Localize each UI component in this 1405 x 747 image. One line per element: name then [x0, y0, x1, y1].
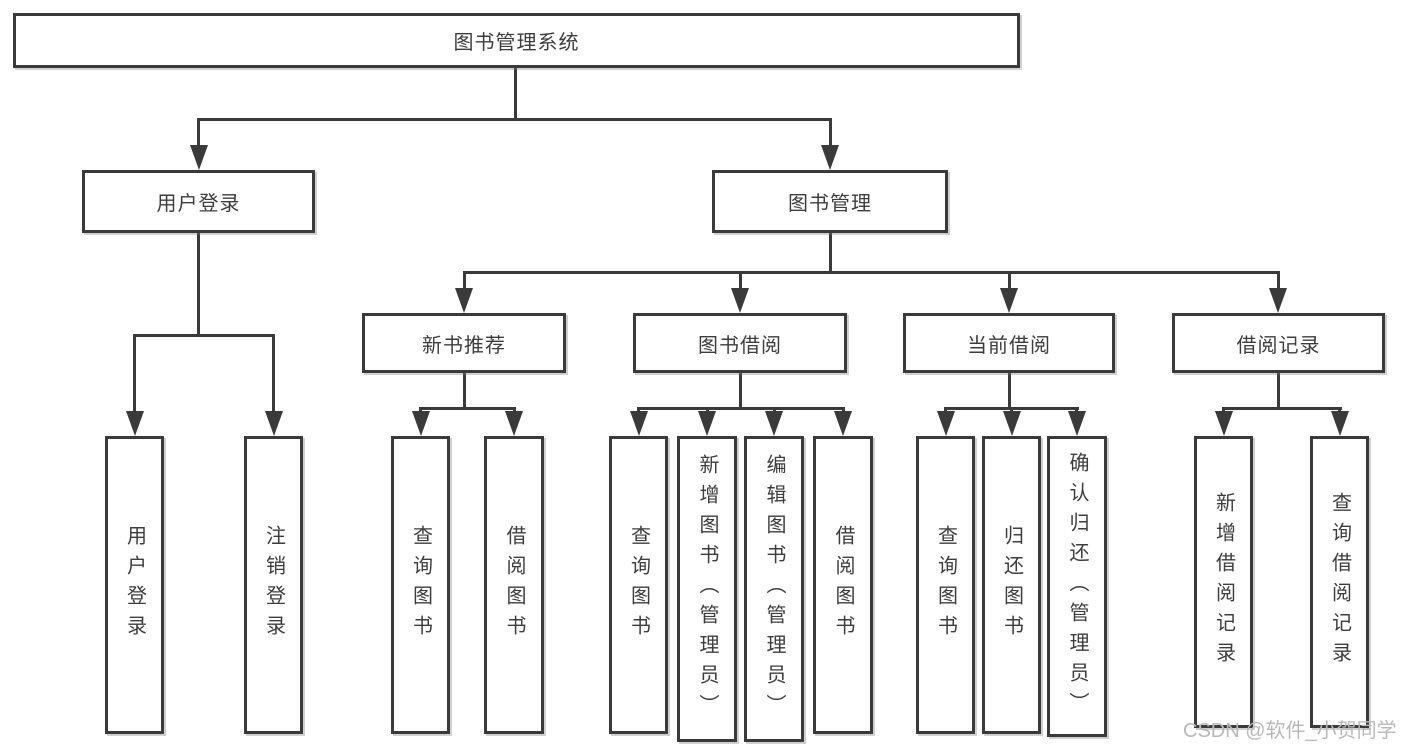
node-book-mgmt: 图书管理 [712, 170, 948, 233]
node-borrow-records-label: 借阅记录 [1236, 334, 1321, 357]
connector-line [1277, 271, 1280, 289]
node-leaf-edit-book-label: 编辑图书（管理员） [763, 454, 785, 724]
connector-line [133, 334, 136, 412]
arrow-down-icon [765, 411, 783, 436]
node-current-borrow: 当前借阅 [903, 313, 1115, 373]
connector-line [463, 373, 466, 410]
csdn-watermark: CSDN @软件_小贺同学 [1183, 720, 1397, 742]
arrow-down-icon [1003, 411, 1021, 436]
connector-line [272, 334, 275, 412]
node-new-book-rec-label: 新书推荐 [422, 334, 506, 357]
arrow-down-icon [505, 411, 523, 436]
connector-line [637, 407, 845, 410]
arrow-down-icon [126, 411, 144, 436]
node-leaf-confirm-return-label: 确认归还（管理员） [1066, 451, 1088, 722]
arrow-down-icon [821, 145, 839, 170]
node-root: 图书管理系统 [13, 13, 1020, 68]
node-leaf-borrow-book-1: 借阅图书 [484, 436, 544, 734]
arrow-down-icon [1000, 288, 1018, 313]
node-leaf-query-book-1-label: 查询图书 [409, 525, 432, 645]
node-leaf-query-book-2: 查询图书 [609, 436, 668, 734]
connector-line [829, 118, 832, 146]
connector-line [197, 118, 200, 146]
arrow-down-icon [937, 411, 955, 436]
arrow-down-icon [1331, 411, 1349, 436]
node-user-login: 用户登录 [82, 170, 315, 233]
node-root-label: 图书管理系统 [453, 32, 580, 54]
connector-line [739, 373, 742, 410]
connector-line [133, 334, 275, 337]
node-book-borrow-label: 图书借阅 [698, 334, 782, 357]
arrow-down-icon [1215, 411, 1233, 436]
node-leaf-borrow-book-2: 借阅图书 [813, 436, 873, 734]
node-leaf-add-book-label: 新增图书（管理员） [696, 454, 718, 724]
connector-line [419, 407, 516, 410]
connector-line [463, 271, 1280, 274]
node-leaf-borrow-book-1-label: 借阅图书 [503, 525, 525, 645]
arrow-down-icon [698, 411, 716, 436]
node-new-book-rec: 新书推荐 [362, 313, 566, 373]
connector-line [739, 271, 742, 289]
arrow-down-icon [834, 411, 852, 436]
node-leaf-query-book-3-label: 查询图书 [934, 525, 957, 645]
node-leaf-user-login-label: 用户登录 [123, 525, 146, 645]
node-leaf-edit-book: 编辑图书（管理员） [744, 436, 804, 742]
node-leaf-query-record-label: 查询借阅记录 [1328, 492, 1351, 672]
node-leaf-add-book: 新增图书（管理员） [677, 436, 737, 742]
arrow-down-icon [731, 288, 749, 313]
connector-line [463, 271, 466, 289]
connector-line [1222, 407, 1342, 410]
node-book-mgmt-label: 图书管理 [788, 193, 872, 215]
node-leaf-add-record: 新增借阅记录 [1194, 436, 1253, 728]
arrow-down-icon [1068, 411, 1086, 436]
node-leaf-logout: 注销登录 [244, 436, 303, 734]
node-user-login-label: 用户登录 [156, 193, 241, 215]
node-leaf-borrow-book-2-label: 借阅图书 [832, 525, 854, 645]
node-leaf-query-book-2-label: 查询图书 [627, 525, 650, 645]
connector-line [1008, 373, 1011, 410]
connector-line [829, 233, 832, 274]
connector-line [197, 233, 200, 337]
arrow-down-icon [190, 145, 208, 170]
node-book-borrow: 图书借阅 [633, 313, 847, 373]
node-leaf-add-record-label: 新增借阅记录 [1212, 492, 1235, 672]
connector-line [1277, 373, 1280, 410]
node-leaf-logout-label: 注销登录 [262, 525, 285, 645]
node-borrow-records: 借阅记录 [1172, 313, 1385, 373]
connector-line [514, 68, 517, 120]
node-current-borrow-label: 当前借阅 [967, 334, 1051, 357]
arrow-down-icon [630, 411, 648, 436]
node-leaf-query-book-1: 查询图书 [391, 436, 450, 734]
node-leaf-confirm-return: 确认归还（管理员） [1047, 436, 1107, 737]
connector-line [1008, 271, 1011, 289]
node-leaf-return-book: 归还图书 [982, 436, 1041, 734]
node-leaf-return-book-label: 归还图书 [1000, 525, 1023, 645]
arrow-down-icon [455, 288, 473, 313]
connector-line [197, 118, 832, 121]
arrow-down-icon [412, 411, 430, 436]
node-leaf-user-login: 用户登录 [105, 436, 164, 734]
node-leaf-query-record: 查询借阅记录 [1310, 436, 1369, 728]
arrow-down-icon [1269, 288, 1287, 313]
arrow-down-icon [265, 411, 283, 436]
node-leaf-query-book-3: 查询图书 [916, 436, 975, 734]
